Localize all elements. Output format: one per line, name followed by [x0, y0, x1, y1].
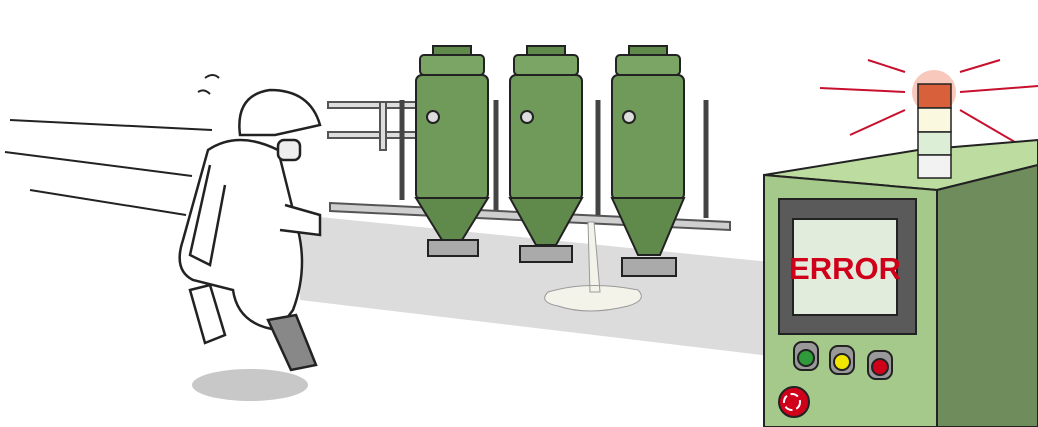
tank-3 [610, 45, 686, 277]
tank-2 [508, 45, 584, 263]
pipes [399, 100, 709, 218]
alarm-rays [819, 59, 1038, 146]
screen [792, 218, 898, 316]
error-text: ERROR [789, 251, 901, 286]
worker-shadow [192, 369, 308, 401]
emergency-stop-button[interactable] [778, 386, 810, 418]
tanks [399, 45, 709, 277]
worker [178, 88, 322, 372]
stack-light [917, 83, 952, 179]
tank-1 [414, 45, 490, 257]
green-indicator-button[interactable] [793, 341, 819, 371]
red-indicator-button[interactable] [867, 350, 893, 380]
yellow-indicator-button[interactable] [829, 345, 855, 375]
speed-lines [4, 74, 220, 216]
liquid-spill [544, 221, 642, 312]
